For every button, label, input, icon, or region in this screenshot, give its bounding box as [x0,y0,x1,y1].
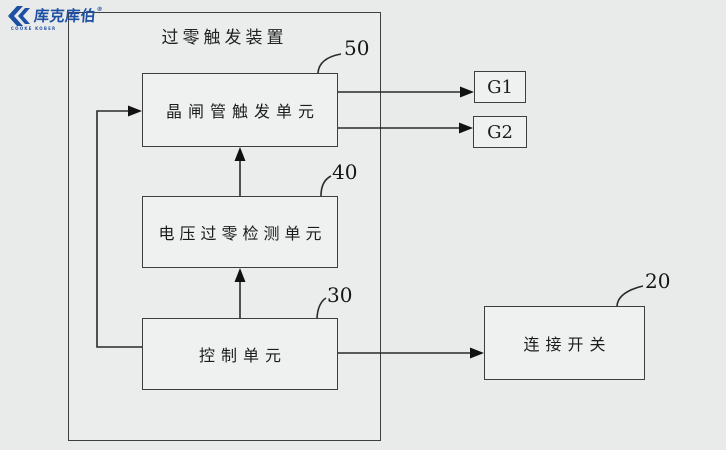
block-gate-g2-label: G2 [487,121,513,143]
block-thyristor-trigger-unit: 晶闸管触发单元 [142,73,338,147]
block-gate-g1-label: G1 [487,76,513,98]
block-control-unit-label: 控制单元 [198,346,287,365]
brand-name: 库克库伯® [33,5,104,25]
block-thyristor-trigger-unit-label: 晶闸管触发单元 [165,102,320,121]
block-gate-g1: G1 [474,71,526,103]
arrowhead-right-icon [460,86,474,98]
leader-curve-20 [616,285,644,307]
block-control-unit: 控制单元 [142,318,338,390]
arrowhead-right-icon [470,347,484,359]
brand-subtext: COOKE KOBER [11,26,57,31]
device-title: 过零触发装置 [161,28,288,48]
ref-label-20: 20 [645,269,671,293]
registered-trademark-icon: ® [96,5,104,13]
block-connection-switch-label: 连接开关 [523,335,612,354]
brand-logo: 库克库伯® COOKE KOBER [8,6,103,31]
ref-label-40: 40 [332,160,358,184]
arrowhead-right-icon [459,122,473,134]
block-gate-g2: G2 [473,116,527,148]
ref-label-50: 50 [344,36,370,60]
block-connection-switch: 连接开关 [484,306,645,380]
ref-label-30: 30 [327,283,353,307]
double-chevron-logo-icon [8,6,30,26]
block-voltage-zero-crossing-detection-unit-label: 电压过零检测单元 [158,224,327,243]
block-voltage-zero-crossing-detection-unit: 电压过零检测单元 [142,196,338,268]
